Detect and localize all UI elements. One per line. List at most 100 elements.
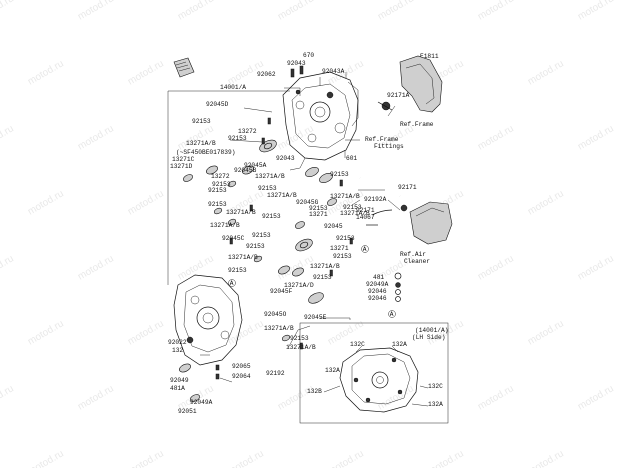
callout-label: 92192 [266,370,285,377]
watermark-text: motod.ru [26,318,66,347]
callout-label: 92045D [206,101,229,108]
callout-label: 92049A [190,399,213,406]
callout-label: 92046 [368,295,387,302]
callout-label: 92153 [336,235,355,242]
callout-label: 92153 [192,118,211,125]
callout-label: 13271A/B [255,173,285,180]
watermark-text: motod.ru [576,383,616,412]
watermark-text: motod.ru [576,0,616,23]
watermark-text: motod.ru [0,253,16,282]
callout-label: 92045C [222,235,245,242]
callout-label: 92022 [168,339,187,346]
book-icon [173,57,195,78]
callout-label: 92153 [228,267,247,274]
breather-hose [359,176,401,226]
callout-label: 92045A [244,162,267,169]
callout-label: 13271A/D [284,282,314,289]
callout-label: 92153 [309,205,328,212]
ref-air-cleaner-line1: Ref.Air [400,251,426,258]
watermark-text: motod.ru [226,448,266,468]
serial-note: (~SF450BE017839) [176,149,235,156]
callout-label: 92171A [387,92,410,99]
callout-label: 13271C [172,156,195,163]
callout-label: 92153 [290,335,309,342]
callout-label: 13271A/B [228,254,258,261]
callout-label: 92171 [398,184,417,191]
callout-label: 92192A [364,196,387,203]
callout-label: 92043 [276,155,295,162]
marker-a-1: A [230,280,234,287]
callout-label: 13271D [170,163,193,170]
callout-label: 92153 [343,204,362,211]
callout-label: 13271 [330,245,349,252]
watermark-text: motod.ru [0,383,16,412]
callout-labels: 670 92043 92062 92043A 14001/A 92045D 92… [168,52,443,415]
callout-label: 601 [346,155,357,162]
callout-label: 14001/A [220,84,246,91]
watermark-text: motod.ru [126,448,166,468]
callout-label: 132B [307,388,322,395]
watermark-text: motod.ru [476,383,516,412]
watermark-text: motod.ru [476,253,516,282]
watermark-text: motod.ru [426,448,466,468]
dowel-pins [215,65,353,380]
frame-reference-bracket [377,55,443,113]
callout-label: 13271A/B [264,325,294,332]
oil-drain-parts [394,272,402,302]
ref-frame-fittings-line1: Ref.Frame [365,136,399,143]
callout-label: 92045G [296,199,319,206]
watermark-text: motod.ru [26,188,66,217]
callout-label: 92153 [208,187,227,194]
callout-label: 132 [172,347,183,354]
leader-lines [167,72,401,383]
watermark-text: motod.ru [576,123,616,152]
callout-label: 13271A/B [210,222,240,229]
ref-frame-label: Ref.Frame [400,121,434,128]
callout-label: 13271A/B [186,140,216,147]
watermark-text: motod.ru [376,0,416,23]
watermark-text: motod.ru [226,318,266,347]
watermark-text: motod.ru [526,188,566,217]
callout-label: 92171 [356,207,375,214]
bearing-set [179,139,338,402]
callout-label: 92153 [246,243,265,250]
watermark-text: motod.ru [276,123,316,152]
diagram-code: E1811 [420,53,439,60]
callout-label: 13271 [309,211,328,218]
watermark-text: motod.ru [526,448,566,468]
callout-label: 92153 [212,181,231,188]
callout-label: 132A [392,341,407,348]
callout-label: 92045O [264,311,287,318]
callout-label: 92043 [287,60,306,67]
watermark-text: motod.ru [126,318,166,347]
callout-label: 92153 [313,274,332,281]
callout-label: 92064 [232,373,251,380]
callout-label: 92153 [208,201,227,208]
watermark-text: motod.ru [526,318,566,347]
callout-label: 92045F [270,288,293,295]
callout-label: 92153 [252,232,271,239]
callout-label: 92153 [228,135,247,142]
callout-label: 132A [428,401,443,408]
watermark-text: motod.ru [0,0,16,23]
callout-label: 92043A [322,68,345,75]
inset-title-line1: (14001/A) [415,327,448,334]
callout-label: 92045 [324,223,343,230]
watermark-text: motod.ru [176,253,216,282]
watermark-text: motod.ru [276,0,316,23]
callout-label: 92046 [368,288,387,295]
callout-label: 13271A/B [226,209,256,216]
ref-frame-fittings-line2: Fittings [374,143,404,150]
callout-label: 13272 [238,128,257,135]
watermark-text: motod.ru [26,58,66,87]
callout-label: 13271A/B [330,193,360,200]
callout-label: 92153 [333,253,352,260]
callout-label: 92153 [258,185,277,192]
callout-label: 132A [325,367,340,374]
callout-label: 13271A/B [267,192,297,199]
inset-title-line2: (LH Side) [412,334,445,341]
callout-label: 92153 [330,171,349,178]
callout-label: 92049A [366,281,389,288]
